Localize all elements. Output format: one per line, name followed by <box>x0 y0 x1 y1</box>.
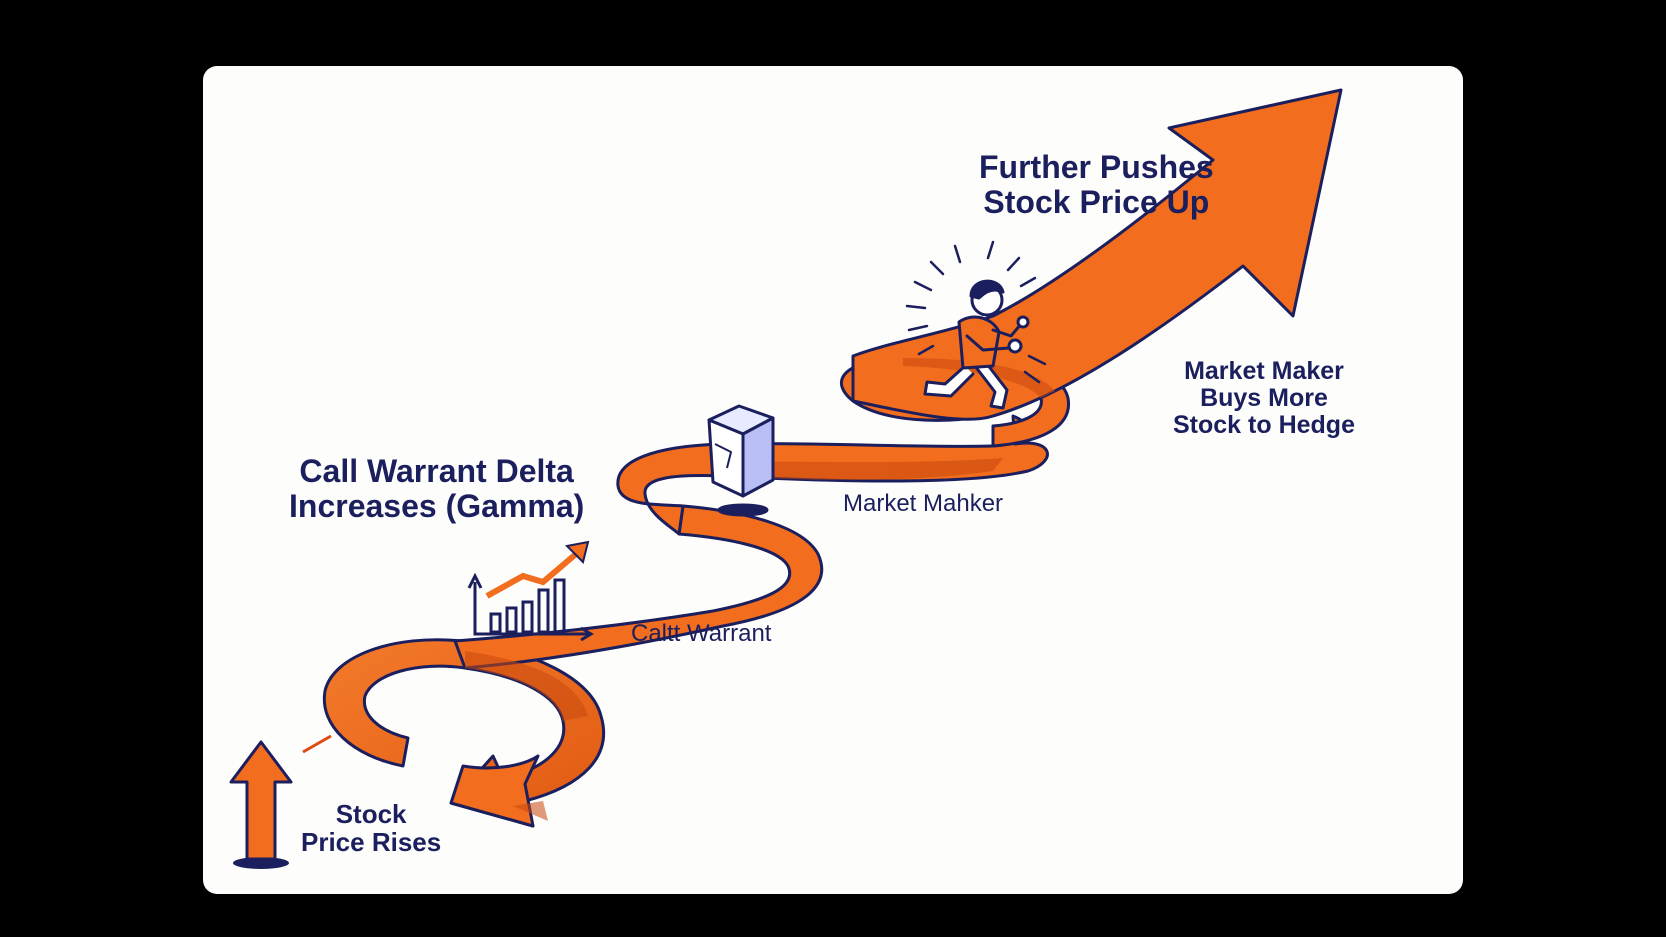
delta-increases-line-1: Call Warrant Delta <box>299 453 574 489</box>
stock-rises-label: Stock Price Rises <box>301 800 441 856</box>
call-warrant-label: Caltt Warrant <box>631 620 772 647</box>
buys-more-line-1: Market Maker <box>1184 357 1344 385</box>
further-pushes-label: Further Pushes Stock Price Up <box>979 150 1214 219</box>
buys-more-label: Market Maker Buys More Stock to Hedge <box>1173 358 1355 439</box>
up-arrow-icon <box>229 740 293 869</box>
buys-more-line-3: Stock to Hedge <box>1173 411 1355 439</box>
market-maker-label: Market Mahker <box>843 490 1004 517</box>
buys-more-line-2: Buys More <box>1200 384 1328 412</box>
gamma-squeeze-illustration <box>229 88 1343 869</box>
callout-pointer <box>302 734 332 754</box>
ribbon-shading <box>465 358 1055 821</box>
bar-chart-icon <box>467 540 594 642</box>
delta-increases-label: Call Warrant Delta Increases (Gamma) <box>289 454 584 523</box>
diagram-card: Further Pushes Stock Price Up Market Mak… <box>203 66 1463 894</box>
further-pushes-line-1: Further Pushes <box>979 149 1214 185</box>
stock-rises-line-1: Stock <box>335 799 407 829</box>
ribbon-tail-arrow <box>449 754 540 828</box>
delta-increases-line-2: Increases (Gamma) <box>289 487 585 524</box>
further-pushes-line-2: Stock Price Up <box>983 183 1210 220</box>
cube-icon <box>707 404 775 517</box>
stock-rises-line-2: Price Rises <box>301 827 442 858</box>
running-person-icon <box>905 240 1047 410</box>
